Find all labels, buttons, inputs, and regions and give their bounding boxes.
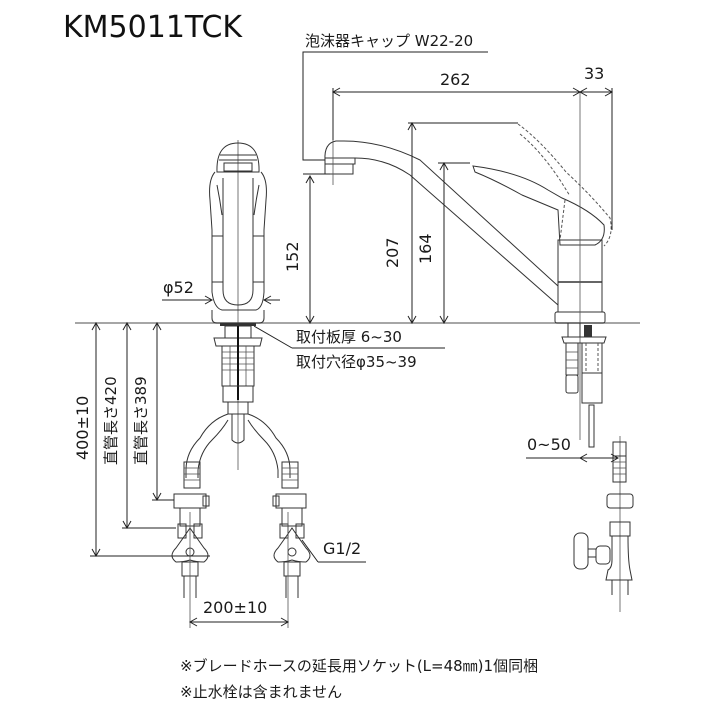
straight-pipe-420-label: 直管長さ420 (102, 376, 120, 465)
dimension-phi52: φ52 (163, 278, 194, 297)
note-extension-socket: ※ブレードホースの延長用ソケット(L=48㎜)1個同梱 (180, 657, 539, 675)
thread-g12-label: G1/2 (323, 539, 362, 558)
mount-hole-diameter-label: 取付穴径φ35~39 (296, 353, 417, 371)
dimension-200: 200±10 (203, 598, 268, 617)
stop-valve-side-view (573, 436, 634, 612)
dimension-262: 262 (440, 70, 471, 89)
dimension-164: 164 (416, 233, 435, 264)
front-view-faucet (171, 140, 311, 628)
side-view-faucet (324, 92, 612, 448)
dimension-207: 207 (383, 237, 402, 268)
straight-pipe-389-label: 直管長さ389 (132, 376, 150, 465)
dimension-152: 152 (283, 241, 302, 272)
dimension-0-50: 0~50 (527, 435, 571, 454)
aerator-cap-label: 泡沫器キャップ W22-20 (305, 32, 474, 50)
dimension-33: 33 (584, 64, 605, 83)
dimension-400: 400±10 (73, 395, 92, 460)
dimension-lines (90, 51, 620, 627)
note-stop-valve-not-included: ※止水栓は含まれません (180, 683, 343, 701)
model-number-title: KM5011TCK (63, 10, 243, 45)
mount-plate-thickness-label: 取付板厚 6~30 (296, 328, 402, 346)
